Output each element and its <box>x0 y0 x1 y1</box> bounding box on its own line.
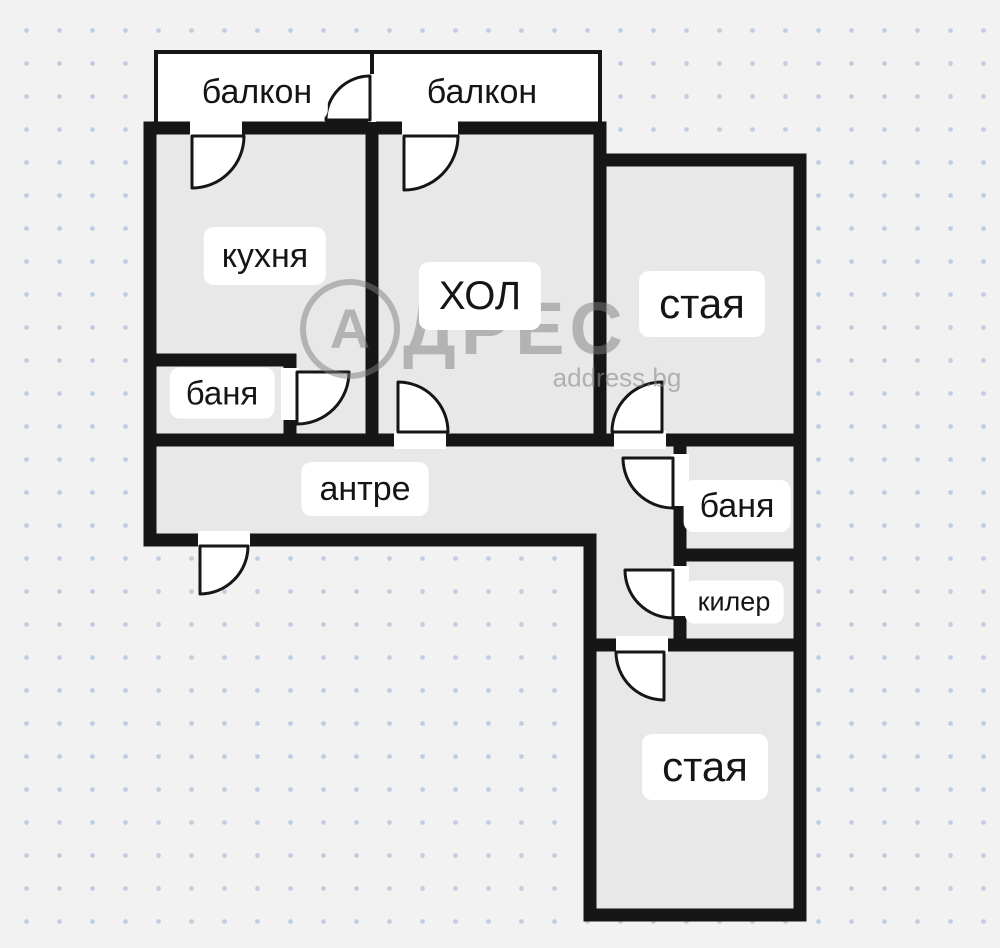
room-label-balcony-right: балкон <box>410 64 554 120</box>
door-arc-entrance <box>198 544 250 596</box>
room-label-closet: килер <box>684 580 784 624</box>
door-gap-living-hallway <box>394 431 446 449</box>
room-label-hallway: антре <box>301 462 429 516</box>
door-arc-bath-right <box>621 456 675 510</box>
room-label-bath-left: баня <box>169 367 275 419</box>
door-arc-balcony-divider <box>324 74 372 122</box>
room-label-bath-right: баня <box>683 480 791 532</box>
room-label-living-room: ХОЛ <box>418 262 542 330</box>
room-label-room-top: стая <box>639 271 765 337</box>
door-arc-kitchen-balcony <box>190 134 246 190</box>
door-gap-kitchen-balcony <box>190 120 242 137</box>
door-gap-living-balcony <box>402 120 458 137</box>
door-gap-room-bottom <box>616 636 668 654</box>
door-arc-living-hallway <box>396 380 450 434</box>
room-label-balcony-left: балкон <box>185 64 329 120</box>
door-gap-closet <box>671 566 689 616</box>
room-label-kitchen: кухня <box>203 227 327 285</box>
door-gap-bath-left <box>281 368 299 420</box>
door-arc-room-top <box>610 380 664 434</box>
door-arc-room-bottom <box>614 650 666 702</box>
door-gap-room-top <box>614 431 666 449</box>
door-gap-balcony-divider <box>368 74 376 122</box>
room-label-room-bottom: стая <box>642 734 768 800</box>
door-arc-living-balcony <box>402 134 460 192</box>
door-arc-closet <box>623 568 675 620</box>
